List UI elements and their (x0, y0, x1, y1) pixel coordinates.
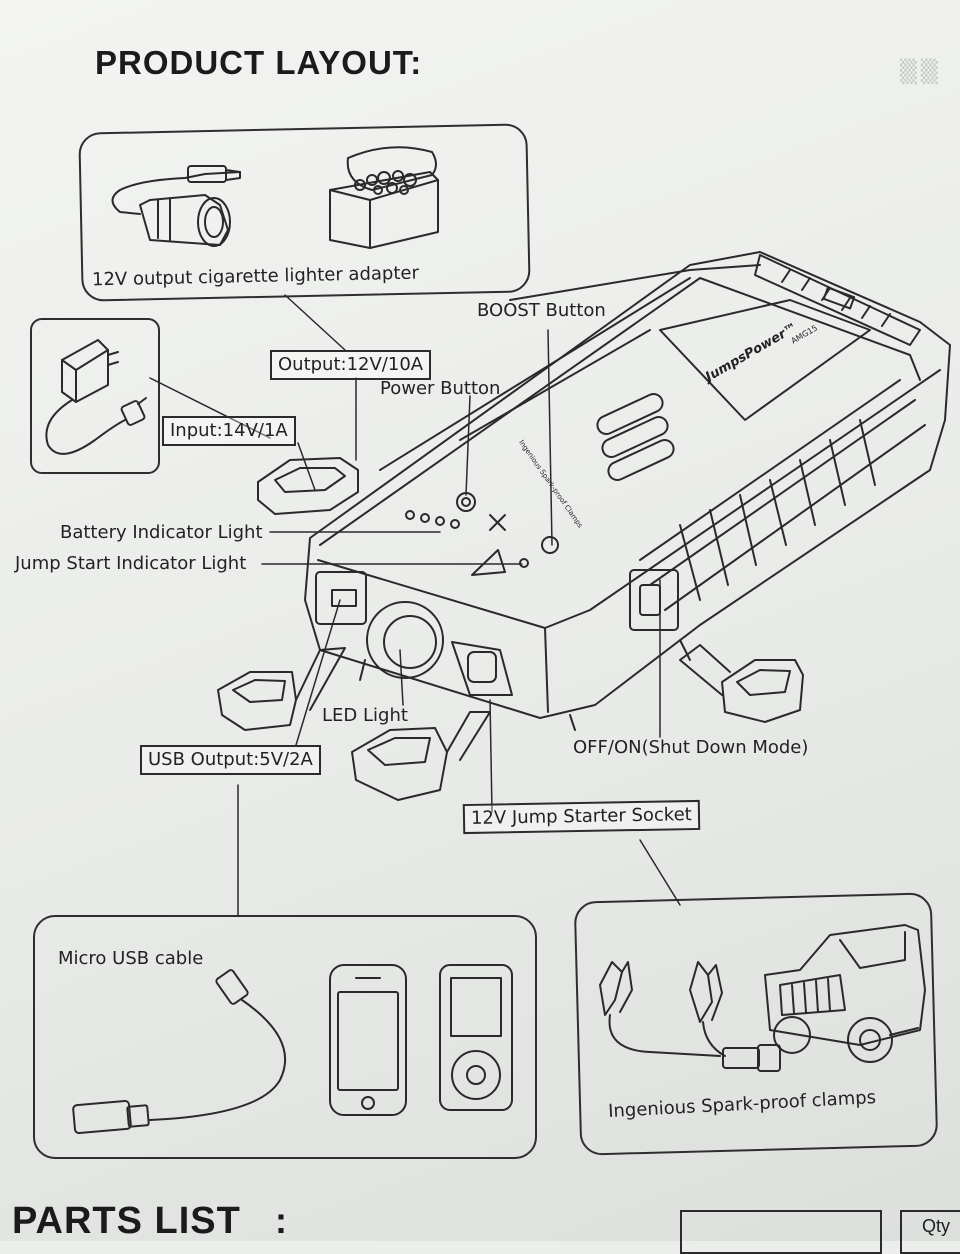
jump-starter-device (304, 251, 951, 731)
led-light-label: LED Light (322, 705, 408, 726)
product-layout-heading: PRODUCT LAYOUT: (95, 44, 423, 81)
power-button-label: Power Button (380, 378, 501, 399)
output-spec-label: Output:12V/10A (270, 350, 432, 380)
charger-panel (30, 318, 160, 474)
wall-charger-icon (45, 339, 147, 455)
clamps-icon (599, 961, 781, 1072)
qty-header-cell: Qty (900, 1210, 960, 1254)
input-spec-label: Input:14V/1A (162, 416, 296, 446)
usb-devices-panel (33, 915, 537, 1159)
vehicle-icon (764, 924, 926, 1063)
off-on-label: OFF/ON(Shut Down Mode) (573, 737, 809, 758)
cigarette-adapter-icon (111, 165, 241, 247)
cooler-box-icon (329, 146, 439, 249)
parts-list-colon: : (275, 1200, 288, 1241)
micro-usb-cable-icon (72, 969, 287, 1135)
leader-lines (149, 294, 681, 916)
smartphone-icon (329, 964, 407, 1116)
usb-output-label: USB Output:5V/2A (140, 745, 321, 775)
rubber-cap-icons (217, 457, 804, 801)
parts-table-cell (680, 1210, 882, 1254)
boost-button-label: BOOST Button (477, 300, 606, 321)
jump-start-indicator-label: Jump Start Indicator Light (15, 553, 247, 574)
battery-indicator-label: Battery Indicator Light (60, 522, 263, 543)
parts-list-heading: PARTS LIST (12, 1200, 241, 1242)
micro-usb-label: Micro USB cable (58, 948, 204, 969)
music-player-icon (439, 964, 513, 1111)
jump-socket-label: 12V Jump Starter Socket (462, 799, 701, 835)
bleed-through-text: ▒▒ (900, 60, 942, 85)
qty-header: Qty (922, 1216, 951, 1236)
